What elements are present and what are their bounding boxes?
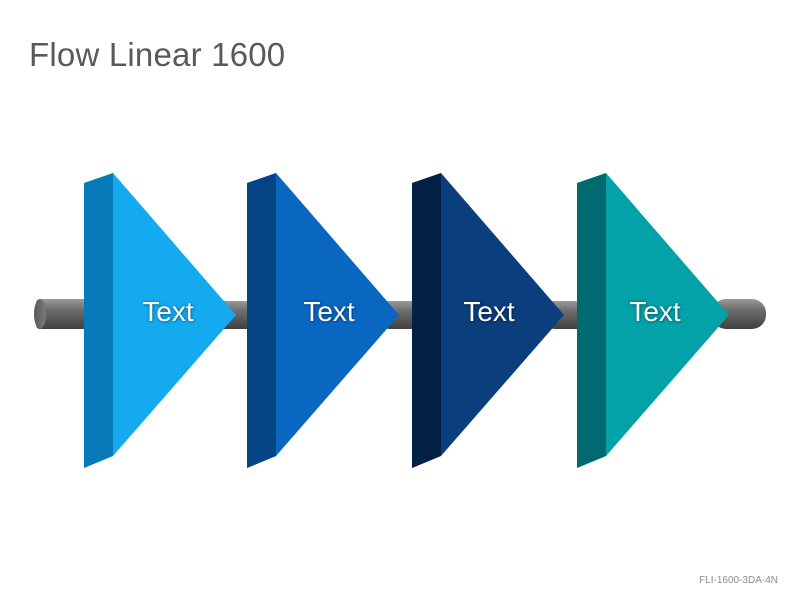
step-arrow-front xyxy=(441,173,564,456)
step-arrow-4 xyxy=(577,173,729,468)
step-arrow-1 xyxy=(84,173,236,468)
step-arrow-side xyxy=(412,173,441,468)
connector-rod xyxy=(712,299,766,329)
footer-code: FLI-1600-3DA-4N xyxy=(699,575,778,586)
step-arrow-front xyxy=(113,173,236,456)
step-arrow-side-shade xyxy=(84,173,113,468)
step-label-4: Text xyxy=(629,296,681,327)
step-arrow-2 xyxy=(247,173,399,468)
step-arrow-front xyxy=(276,173,399,456)
step-arrow-side-shade xyxy=(412,173,441,468)
slide-title: Flow Linear 1600 xyxy=(29,36,286,73)
step-arrow-side xyxy=(84,173,113,468)
step-label-2: Text xyxy=(303,296,355,327)
step-arrow-3 xyxy=(412,173,564,468)
step-label-3: Text xyxy=(463,296,515,327)
step-arrow-front xyxy=(606,173,729,456)
step-arrow-side-shade xyxy=(247,173,276,468)
step-label-1: Text xyxy=(142,296,194,327)
step-arrow-side xyxy=(577,173,606,468)
step-arrow-side-shade xyxy=(577,173,606,468)
step-arrow-side xyxy=(247,173,276,468)
